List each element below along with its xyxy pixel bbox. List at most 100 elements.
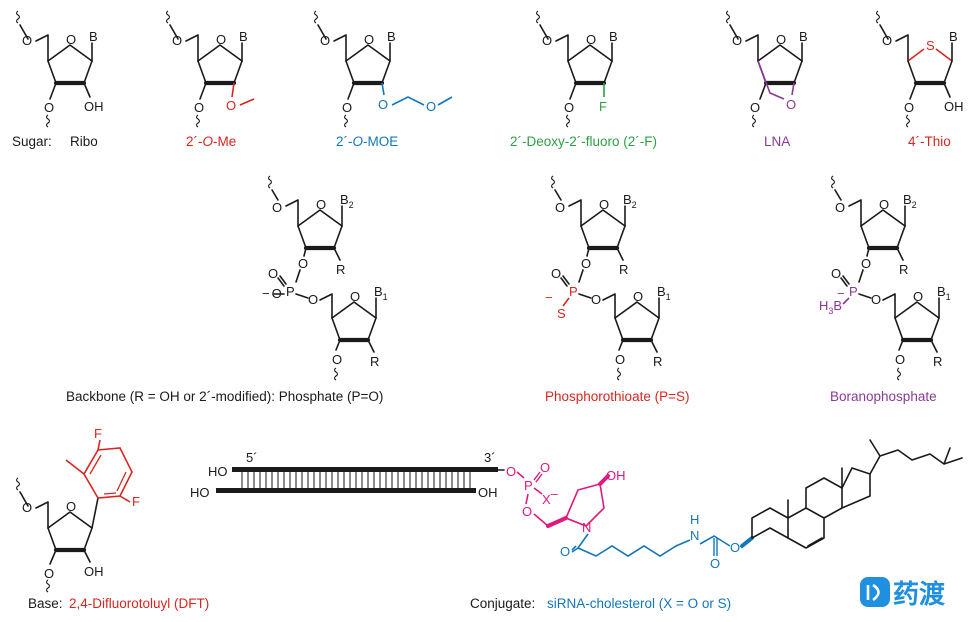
label-ho-bottom: HO (190, 485, 210, 500)
atom-p-o-double: O (831, 266, 841, 281)
atom-r-lower: R (653, 354, 662, 369)
atom-base-b1: B1 (657, 284, 671, 302)
atom-p-o-minus: −O (262, 286, 282, 301)
caption-conjugate-prefix: Conjugate: (470, 596, 535, 611)
atom-ring-o: O (586, 32, 596, 47)
atom-moe-o2: O (426, 99, 436, 114)
atom-o3-lower: O (332, 352, 342, 367)
atom-oh: OH (84, 99, 104, 114)
backbone-phosphate: O O B2 R O P O −O O O B1 R O (262, 175, 388, 381)
caption-sugar-prefix: Sugar: (12, 134, 52, 149)
atom-base: B (609, 29, 618, 44)
caption-phosphorothioate: Phosphorothioate (P=S) (545, 389, 689, 404)
caption-lna: LNA (764, 134, 790, 149)
base-dft: O O O OH F F (15, 426, 140, 593)
atom-o3: O (44, 100, 54, 115)
atom-ring-o-lower: O (633, 289, 643, 304)
atom-o3: O (342, 100, 352, 115)
atom-o5: O (22, 33, 32, 48)
yaodu-logo: 药渡 (860, 577, 946, 609)
atom-carbamate-o-ester: O (730, 540, 740, 555)
caption-phosphate: Backbone (R = OH or 2´-modified): Phosph… (66, 389, 383, 404)
atom-r-upper: R (619, 262, 628, 277)
atom-b-minus: − (837, 286, 845, 301)
atom-base-b1: B1 (937, 284, 951, 302)
atom-o5: O (732, 33, 742, 48)
sugar-2-o-moe: O O B O O O (313, 10, 453, 128)
atom-f-upper: F (94, 426, 102, 441)
atom-phosphorus: P (569, 284, 578, 299)
atom-o5: O (320, 33, 330, 48)
atom-moe-o1: O (378, 97, 388, 112)
atom-base: B (89, 29, 98, 44)
atom-ring-sulfur: S (926, 38, 935, 53)
label-oh-bottom: OH (478, 485, 498, 500)
atom-o5: O (542, 33, 552, 48)
sugar-2-o-me: O O B O O (165, 10, 255, 128)
yaodu-logo-icon (860, 577, 890, 607)
sugar-lna: O O B O O (725, 10, 808, 128)
atom-ring-o: O (364, 32, 374, 47)
logo-text: 药渡 (893, 579, 946, 609)
atom-ring-o: O (216, 32, 226, 47)
sugar-ribo: O O B O OH (15, 10, 104, 128)
base-pair-rungs (241, 472, 471, 488)
atom-lna-bridge-o: O (786, 97, 796, 112)
atom-base-b2: B2 (340, 192, 354, 210)
atom-phosphorus: P (286, 284, 295, 299)
atom-linker-o3: O (522, 504, 532, 519)
atom-carbamate-h: H (690, 512, 699, 527)
atom-ring-o: O (316, 197, 326, 212)
atom-ring-o-lower: O (350, 289, 360, 304)
caption-2-o-me: 2´-O-Me (186, 134, 236, 149)
atom-p-o-bridge: O (308, 292, 318, 307)
caption-ribo: Ribo (70, 134, 98, 149)
atom-fluorine: F (599, 99, 607, 114)
atom-ring-o-lower: O (913, 289, 923, 304)
atom-o5: O (555, 200, 565, 215)
atom-o5: O (835, 200, 845, 215)
atom-base: B (949, 29, 958, 44)
atom-bh3: H3B (819, 298, 842, 316)
atom-linker-x: X– (542, 486, 559, 507)
label-ho-top: HO (208, 464, 228, 479)
label-five-prime: 5´ (246, 450, 258, 465)
atom-linker-o1: O (506, 464, 516, 479)
atom-ring-o: O (776, 32, 786, 47)
atom-amide-o: O (560, 544, 570, 559)
caption-conjugate-name: siRNA-cholesterol (X = O or S) (547, 596, 731, 611)
atom-base: B (239, 29, 248, 44)
atom-p-o-bridge: O (591, 292, 601, 307)
atom-o3: O (44, 566, 54, 581)
sugar-2-fluoro: O O B O F (535, 10, 618, 128)
atom-p-o-double: O (551, 266, 561, 281)
atom-o5: O (22, 500, 32, 515)
atom-ring-o: O (599, 197, 609, 212)
caption-2-fluoro: 2´-Deoxy-2´-fluoro (2´-F) (510, 134, 657, 149)
caption-boranophosphate: Boranophosphate (830, 389, 937, 404)
atom-o3-lower: O (895, 352, 905, 367)
antisense-strand (216, 488, 476, 493)
atom-o3: O (750, 100, 760, 115)
atom-o3-lower: O (615, 352, 625, 367)
atom-base-b2: B2 (623, 192, 637, 210)
atom-o3: O (564, 100, 574, 115)
atom-linker-p: P (524, 478, 533, 493)
atom-linker-n: N (582, 520, 591, 535)
atom-ring-o: O (66, 32, 76, 47)
atom-base-b1: B1 (374, 284, 388, 302)
atom-ring-o: O (66, 499, 76, 514)
backbone-phosphorothioate: O O B2 R O P O − S O O B1 R O (545, 175, 671, 381)
atom-o3: O (194, 100, 204, 115)
atom-o3: O (581, 256, 591, 271)
atom-f-lower: F (132, 494, 140, 509)
atom-r-upper: R (336, 262, 345, 277)
atom-oh: OH (84, 564, 104, 579)
atom-ring-o: O (879, 197, 889, 212)
atom-p-o-double: O (268, 266, 278, 281)
sugar-4-thio: O S B O OH (875, 10, 964, 128)
atom-r-lower: R (370, 354, 379, 369)
atom-p-minus: − (545, 290, 553, 305)
atom-oh: OH (944, 99, 964, 114)
